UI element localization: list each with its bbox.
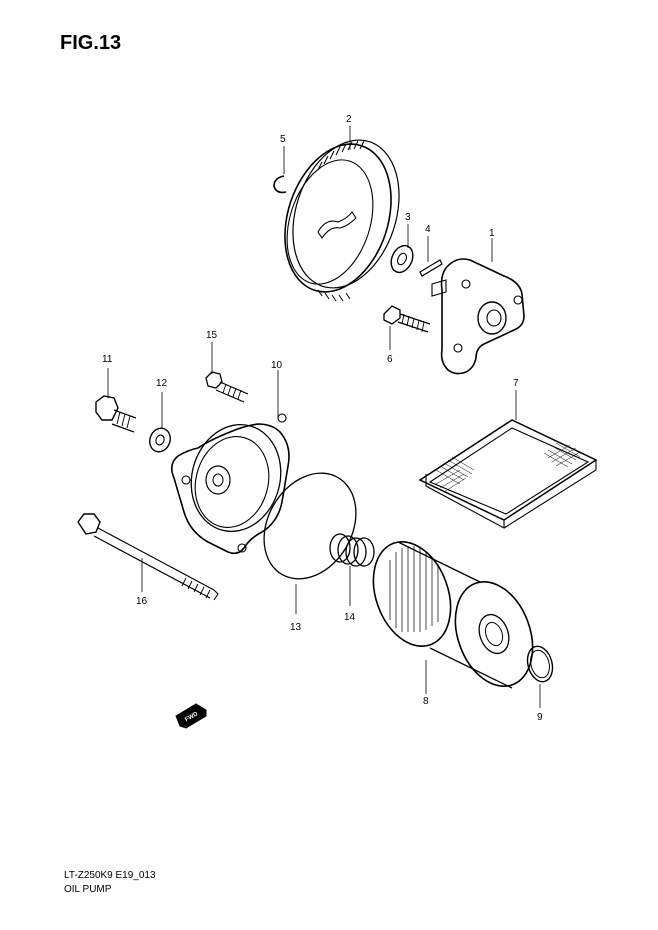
callout-11: 11 [102,354,113,365]
o-ring-filter [526,645,554,683]
callout-8: 8 [423,696,429,707]
callout-7: 7 [513,378,519,389]
oil-filter-element [372,540,534,689]
bolt-pump [383,305,431,333]
section-name: OIL PUMP [64,884,112,895]
forward-direction-arrow: FWD [175,703,207,729]
callout-labels: 5 2 3 4 1 6 15 10 11 12 7 16 13 14 8 9 [102,114,543,723]
callout-2: 2 [346,114,352,125]
pin [419,259,443,277]
callout-10: 10 [271,360,283,371]
o-ring-cap [263,472,357,580]
callout-14: 14 [344,612,356,623]
footer: LT-Z250K9 E19_013 OIL PUMP [64,869,156,897]
oil-strainer-screen [418,419,598,529]
callout-4: 4 [425,224,431,235]
oil-pump-body [431,258,525,375]
callout-13: 13 [290,622,302,633]
bolt-cover-left [95,395,137,433]
spring [329,533,375,567]
callout-16: 16 [136,596,148,607]
model-code: LT-Z250K9 E19_013 [64,870,156,881]
callout-15: 15 [206,330,218,341]
callout-5: 5 [280,134,286,145]
leader-lines [107,126,541,708]
circlip [273,175,287,194]
callout-12: 12 [156,378,168,389]
bolt-cover-upper [205,371,249,403]
callout-9: 9 [537,712,543,723]
oil-pump-gear [284,139,400,302]
figure-title: FIG.13 [60,32,122,54]
oil-filter-cap [170,413,290,555]
washer-cover [149,427,171,453]
callout-3: 3 [405,212,411,223]
washer [390,244,414,274]
long-bolt [77,513,219,601]
callout-6: 6 [387,354,393,365]
callout-1: 1 [489,228,495,239]
